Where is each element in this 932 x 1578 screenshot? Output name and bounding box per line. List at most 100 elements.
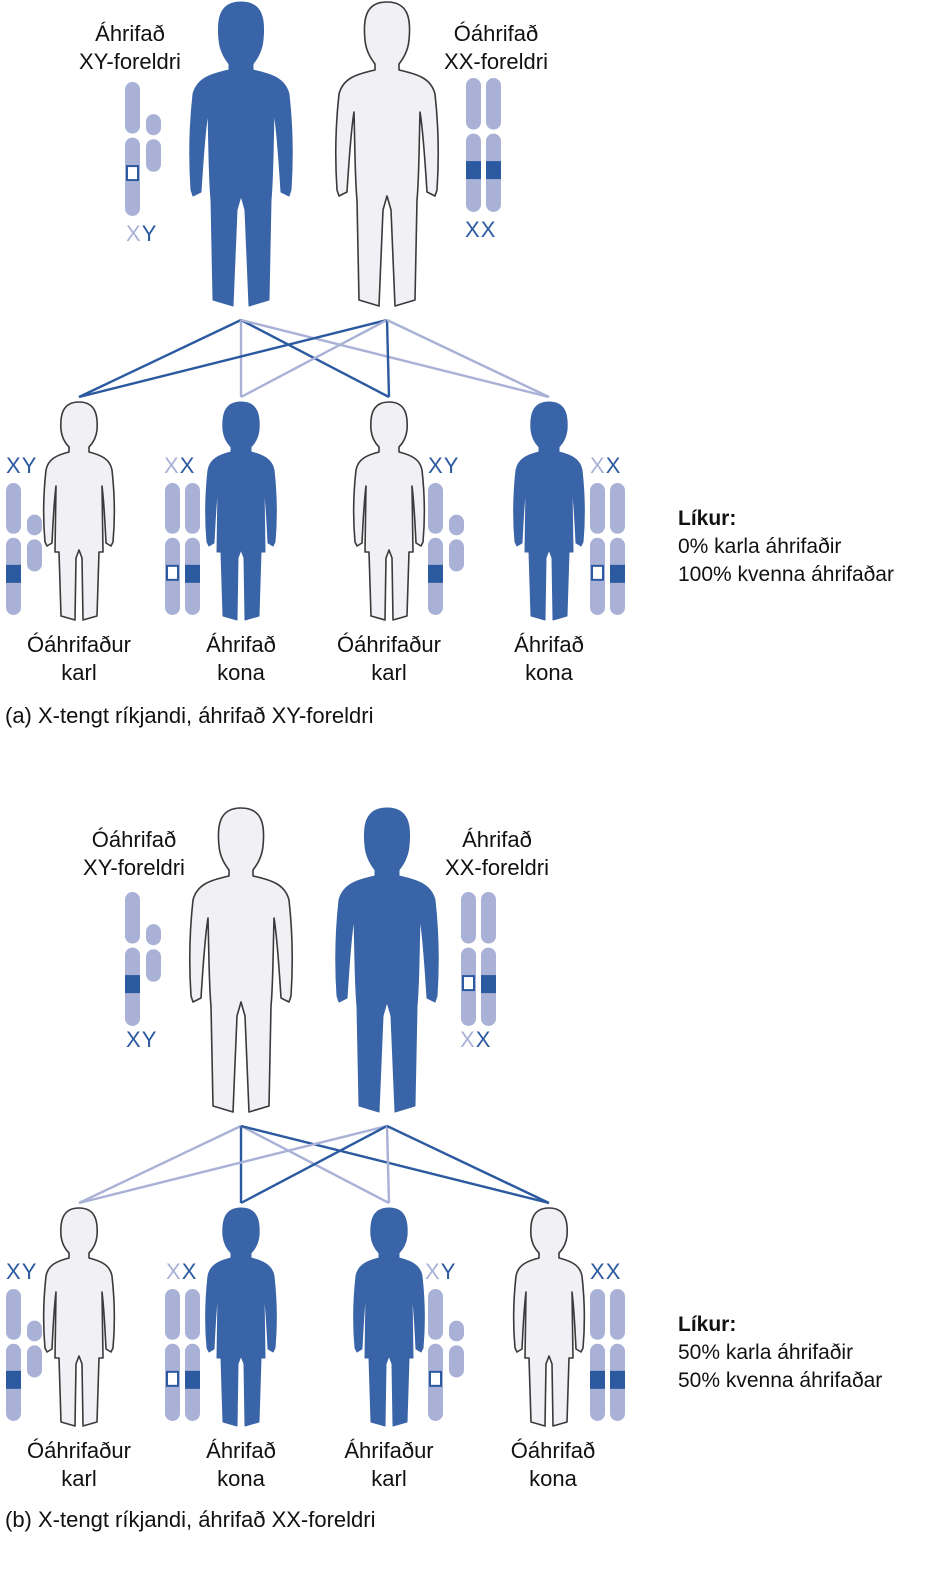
letter: X — [166, 1259, 182, 1284]
child-figure — [42, 1207, 116, 1427]
xy-letters-b-p1: XX — [460, 1028, 491, 1052]
xy-letters-a-c3: XX — [590, 454, 621, 478]
parent-chromosomes-1-x1-mark — [466, 161, 481, 180]
child-label-a-1: Áhrifað kona — [206, 632, 276, 685]
child-chromosomes-0-y — [27, 1320, 42, 1378]
panel-a: Áhrifað XY-foreldri Óáhrifað XX-foreldri… — [0, 0, 932, 772]
letter: X — [605, 1259, 622, 1284]
child-chromosomes-1-x2 — [185, 483, 200, 615]
child-chromosomes-2-x-mark — [429, 1370, 442, 1387]
chromosome-arm-short — [146, 114, 161, 136]
chromosome-arm-short — [185, 483, 200, 534]
letter: X — [428, 453, 444, 478]
letter: X — [6, 1259, 22, 1284]
child-label-b-0: Óáhrifaður karl — [27, 1438, 131, 1491]
parent-chromosomes-0-y — [146, 114, 161, 172]
child-chromosomes-0-x-mark — [6, 564, 21, 583]
parent-chromosomes-0-x — [125, 892, 140, 1026]
child-chromosomes-2-x-mark — [428, 564, 443, 583]
chromosome-arm-short — [165, 1289, 180, 1340]
xy-letters-a-c2: XY — [428, 454, 459, 478]
parent-chromosomes-1-x1-mark — [462, 975, 475, 992]
inheritance-line — [78, 1124, 388, 1205]
child-chromosomes-3-x2-mark — [610, 564, 625, 583]
chromosome-arm-short — [461, 892, 476, 944]
parent-figure — [189, 1, 293, 307]
chromosome-arm-long — [27, 539, 42, 572]
parent-label-b-1: Áhrifað XX-foreldri — [445, 827, 549, 880]
parent-label-a-1: Óáhrifað XX-foreldri — [444, 21, 548, 74]
child-chromosomes-3-x2 — [610, 1289, 625, 1421]
letter: X — [460, 1027, 476, 1052]
child-chromosomes-1-x2 — [185, 1289, 200, 1421]
letter: X — [6, 453, 22, 478]
child-chromosomes-3-x2 — [610, 483, 625, 615]
chromosome-arm-short — [125, 892, 140, 944]
chromosome-arm-short — [6, 483, 21, 534]
inheritance-line — [240, 318, 388, 399]
parent-figure — [334, 1, 440, 307]
caption-b: (b) X-tengt ríkjandi, áhrifað XX-foreldr… — [5, 1507, 376, 1532]
parent-chromosomes-0-x — [125, 82, 140, 216]
chromosome-arm-long — [449, 539, 464, 572]
letter: X — [164, 453, 180, 478]
child-chromosomes-1-x1-mark — [166, 564, 179, 581]
child-chromosomes-3-x1 — [590, 483, 605, 615]
inheritance-line — [240, 318, 550, 399]
child-label-a-0: Óáhrifaður karl — [27, 632, 131, 685]
child-figure — [512, 1207, 586, 1427]
child-chromosomes-3-x2-mark — [610, 1370, 625, 1389]
caption-a: (a) X-tengt ríkjandi, áhrifað XY-foreldr… — [5, 703, 374, 728]
parent-figure — [335, 807, 439, 1113]
probability-female: 100% kvenna áhrifaðar — [678, 563, 894, 586]
parent-chromosomes-1-x2-mark — [481, 975, 496, 994]
child-chromosomes-1-x2-mark — [185, 1370, 200, 1389]
letter: X — [590, 453, 606, 478]
chromosome-arm-long — [449, 1345, 464, 1378]
inheritance-line — [386, 318, 550, 399]
chromosome-arm-short — [428, 483, 443, 534]
xy-letters-b-c1: XX — [166, 1260, 197, 1284]
inheritance-line — [385, 1125, 391, 1204]
parent-chromosomes-0-x-mark — [125, 975, 140, 994]
parent-chromosomes-1-x2-mark — [486, 161, 501, 180]
parent-chromosomes-0-y — [146, 924, 161, 982]
probability-male: 50% karla áhrifaðir — [678, 1341, 854, 1364]
letter: Y — [443, 453, 460, 478]
letter: X — [480, 217, 497, 242]
parent-label-b-0: Óáhrifað XY-foreldri — [83, 827, 185, 880]
letter: X — [126, 1027, 142, 1052]
child-chromosomes-1-x2-mark — [185, 564, 200, 583]
pedigree-art-b — [6, 807, 625, 1427]
child-chromosomes-3-x1-mark — [591, 564, 604, 581]
child-label-b-1: Áhrifað kona — [206, 1438, 276, 1491]
parent-figure — [188, 807, 294, 1113]
inheritance-line — [386, 1124, 550, 1205]
chromosome-arm-short — [610, 1289, 625, 1340]
letter: X — [179, 453, 196, 478]
chromosome-arm-short — [6, 1289, 21, 1340]
xy-letters-b-c0: XY — [6, 1260, 37, 1284]
parent-chromosomes-1-x1 — [466, 78, 481, 212]
chromosome-arm-long — [146, 139, 161, 172]
letter: Y — [141, 221, 158, 246]
chromosome-arm-long — [146, 949, 161, 982]
child-chromosomes-0-x — [6, 483, 21, 615]
child-chromosomes-3-x1 — [590, 1289, 605, 1421]
chromosome-arm-short — [466, 78, 481, 130]
child-label-b-2: Áhrifaður karl — [344, 1438, 434, 1491]
chromosome-arm-short — [27, 1320, 42, 1342]
child-figure — [353, 1207, 425, 1427]
chromosome-arm-short — [449, 514, 464, 536]
chromosome-arm-short — [486, 78, 501, 130]
chromosome-arm-short — [590, 1289, 605, 1340]
child-label-a-3: Áhrifað kona — [514, 632, 584, 685]
inheritance-line — [240, 1124, 388, 1205]
child-figure — [513, 401, 585, 621]
child-figure — [205, 401, 277, 621]
probability-box-b: Líkur: 50% karla áhrifaðir 50% kvenna áh… — [678, 1311, 882, 1395]
letter: X — [605, 453, 622, 478]
child-chromosomes-3-x1-mark — [590, 1370, 605, 1389]
child-chromosomes-2-x — [428, 483, 443, 615]
letter: Y — [141, 1027, 158, 1052]
